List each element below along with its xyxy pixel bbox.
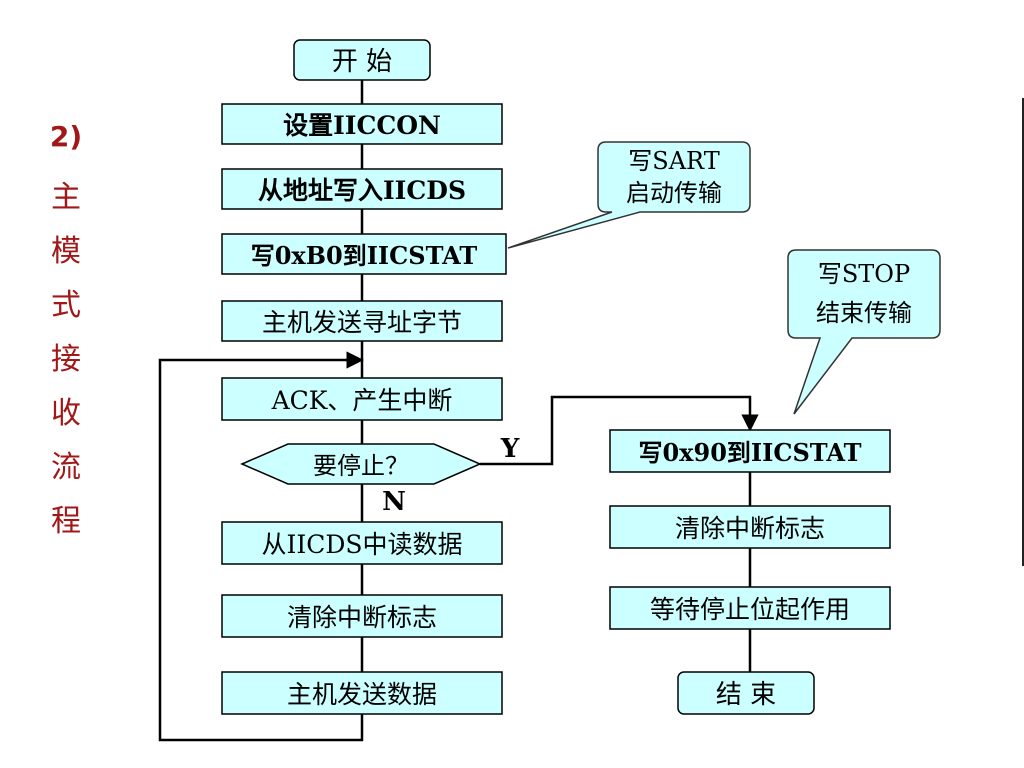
node-write-slave-addr-label: 从地址写入IICDS (258, 176, 466, 205)
node-read-data: 从IICDS中读数据 (221, 521, 503, 565)
node-clear-flag-left-label: 清除中断标志 (287, 603, 437, 632)
node-write-b0: 写0xB0到IICSTAT (221, 233, 507, 275)
node-start-label: 开 始 (332, 47, 392, 77)
callout-end-transfer-line2: 结束传输 (816, 299, 912, 327)
section-title-char: 主 (51, 180, 81, 215)
node-stop-decision: 要停止？ (240, 443, 482, 485)
section-number: 2) (49, 120, 83, 153)
callout-end-transfer-line1: 写STOP (818, 260, 910, 288)
yes-branch-arrow (480, 395, 759, 466)
node-ack-interrupt: ACK、产生中断 (221, 377, 503, 421)
node-wait-stop-label: 等待停止位起作用 (650, 595, 850, 624)
section-title-char: 模 (51, 234, 81, 269)
node-write-b0-label: 写0xB0到IICSTAT (251, 241, 478, 270)
right-divider-line (1022, 98, 1024, 566)
node-write-90: 写0x90到IICSTAT (609, 429, 891, 473)
node-send-addr-byte-label: 主机发送寻址字节 (262, 308, 462, 337)
section-title-char: 收 (51, 396, 81, 431)
node-send-data: 主机发送数据 (221, 671, 503, 715)
callout-end-transfer: 写STOP 结束传输 (787, 249, 941, 415)
node-send-addr-byte: 主机发送寻址字节 (221, 300, 503, 342)
node-set-iiccon: 设置IICCON (221, 103, 503, 145)
node-end-label: 结 束 (716, 680, 776, 710)
callout-start-transfer-line2: 启动传输 (626, 179, 722, 207)
node-wait-stop: 等待停止位起作用 (609, 586, 891, 630)
node-clear-flag-right: 清除中断标志 (609, 505, 891, 549)
node-clear-flag-left: 清除中断标志 (221, 594, 503, 638)
section-title-char: 式 (51, 288, 81, 323)
branch-label-no: N (382, 487, 406, 517)
node-set-iiccon-label: 设置IICCON (283, 111, 441, 140)
branch-label-yes: Y (500, 434, 520, 464)
node-clear-flag-right-label: 清除中断标志 (675, 514, 825, 543)
section-title-char: 接 (51, 342, 81, 377)
callout-start-transfer-line1: 写SART (628, 147, 719, 175)
node-write-slave-addr: 从地址写入IICDS (221, 168, 503, 210)
callout-start-transfer: 写SART 启动传输 (507, 141, 751, 249)
node-end: 结 束 (677, 671, 815, 715)
node-write-90-label: 写0x90到IICSTAT (638, 438, 861, 467)
loop-back-arrow (158, 351, 364, 742)
section-title-char: 流 (51, 450, 81, 485)
section-title-char: 程 (51, 504, 81, 539)
node-ack-interrupt-label: ACK、产生中断 (271, 386, 453, 415)
node-start: 开 始 (293, 39, 431, 81)
node-read-data-label: 从IICDS中读数据 (261, 530, 462, 559)
node-stop-decision-label: 要停止？ (313, 452, 409, 480)
node-send-data-label: 主机发送数据 (287, 680, 437, 709)
